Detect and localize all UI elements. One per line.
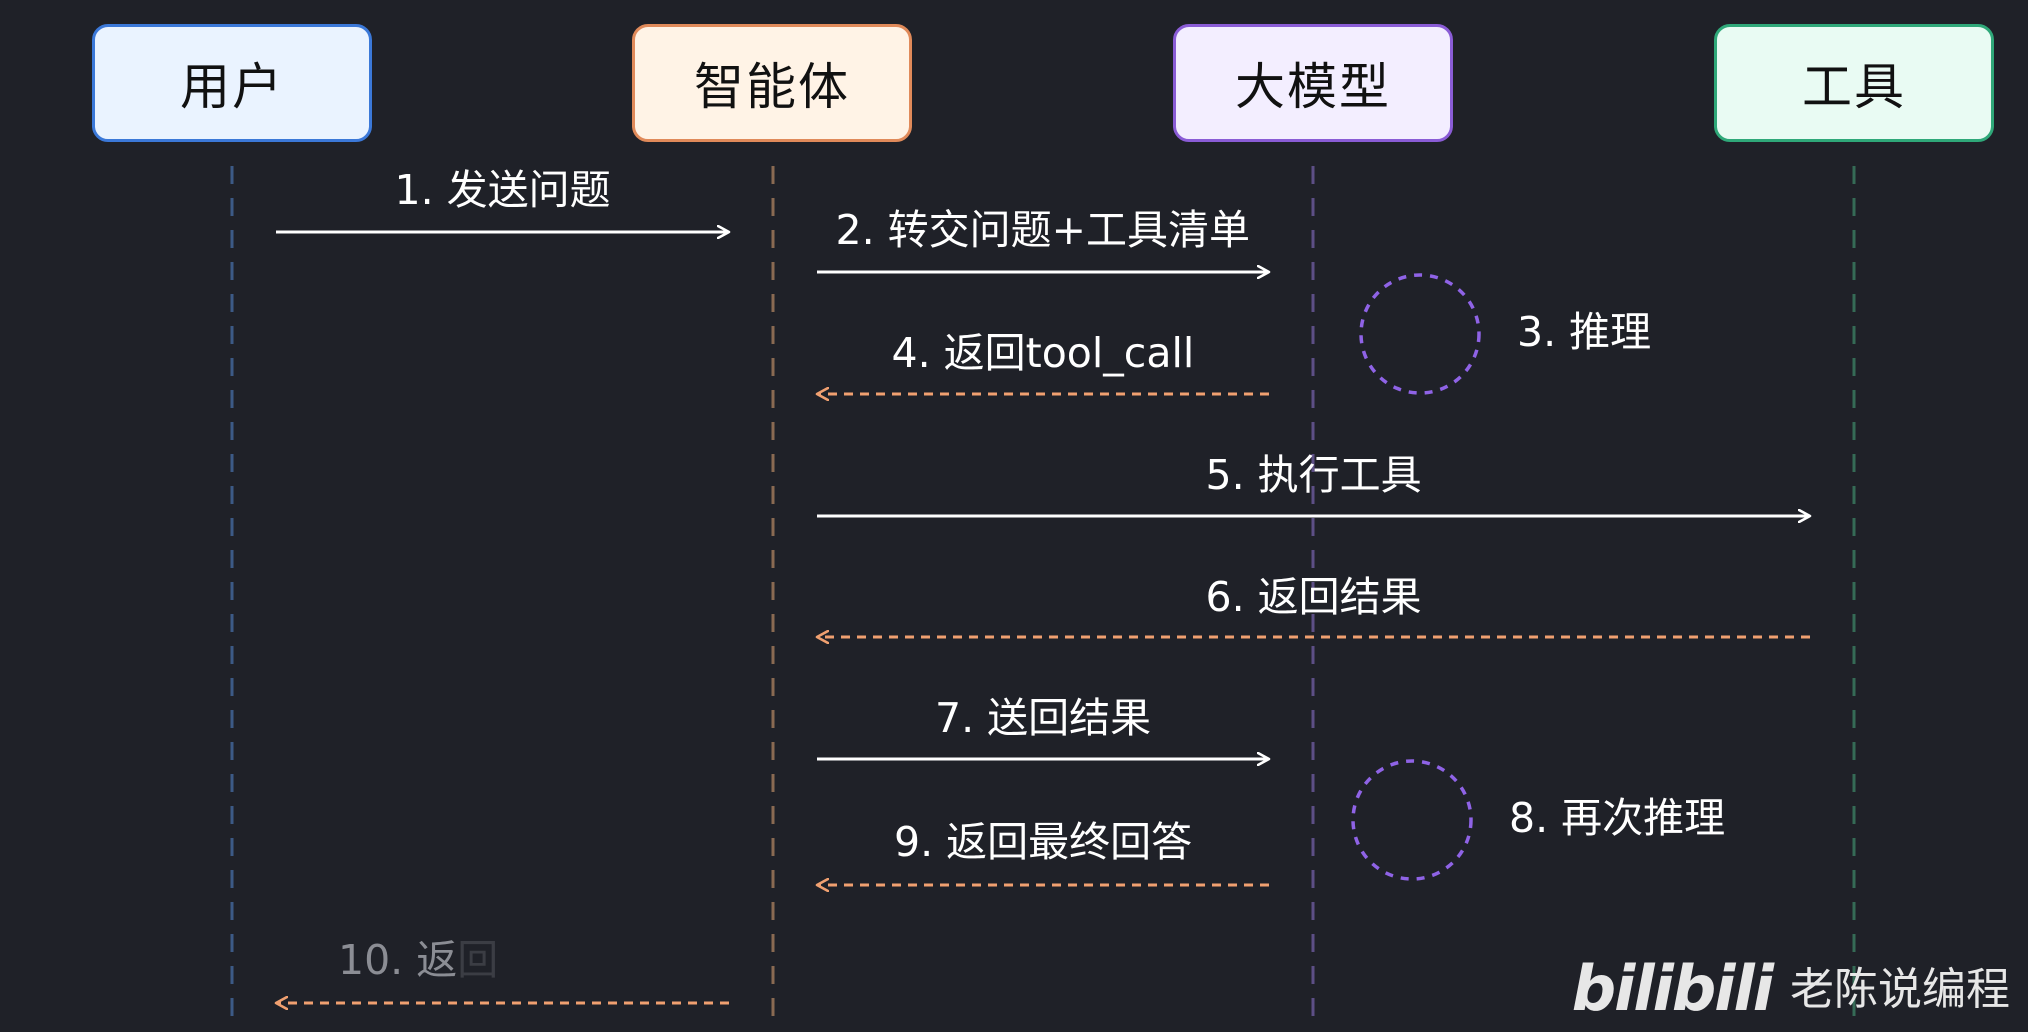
message-label-4: 5. 执行工具	[1206, 455, 1422, 496]
author-name: 老陈说编程	[1790, 963, 2010, 1015]
message-label-3: 4. 返回tool_call	[892, 333, 1195, 374]
message-label-1: 1. 发送问题	[395, 170, 611, 211]
message-text: 6. 返回结果	[1205, 573, 1422, 621]
actor-user: 用户	[92, 24, 372, 142]
reasoning-circle-2	[1351, 759, 1473, 881]
reasoning-circle-1	[1359, 273, 1481, 395]
self-note-label-1: 3. 推理	[1517, 308, 1652, 356]
message-label-2: 2. 转交问题+工具清单	[836, 210, 1251, 251]
actor-llm: 大模型	[1173, 24, 1453, 142]
message-label-5: 6. 返回结果	[1206, 577, 1422, 618]
self-note-label-2: 8. 再次推理	[1509, 794, 1726, 842]
message-text: 4. 返回tool_call	[891, 329, 1195, 377]
message-text: 7. 送回结果	[935, 694, 1152, 742]
actor-agent: 智能体	[632, 24, 912, 142]
message-label-6: 7. 送回结果	[935, 698, 1151, 739]
message-text: 1. 发送问题	[394, 166, 611, 214]
message-label-7: 9. 返回最终回答	[894, 822, 1192, 863]
message-text: 9. 返回最终回答	[894, 818, 1193, 866]
message-text: 10. 返	[338, 936, 458, 984]
actor-tool: 工具	[1714, 24, 1994, 142]
message-text: 5. 执行工具	[1205, 451, 1422, 499]
watermark: bilibili 老陈说编程	[1572, 958, 2010, 1020]
message-text-faded: 回	[457, 936, 499, 984]
message-label-8: 10. 返回	[338, 940, 498, 981]
message-text: 2. 转交问题+工具清单	[835, 206, 1251, 254]
bilibili-logo: bilibili	[1571, 952, 1774, 1025]
